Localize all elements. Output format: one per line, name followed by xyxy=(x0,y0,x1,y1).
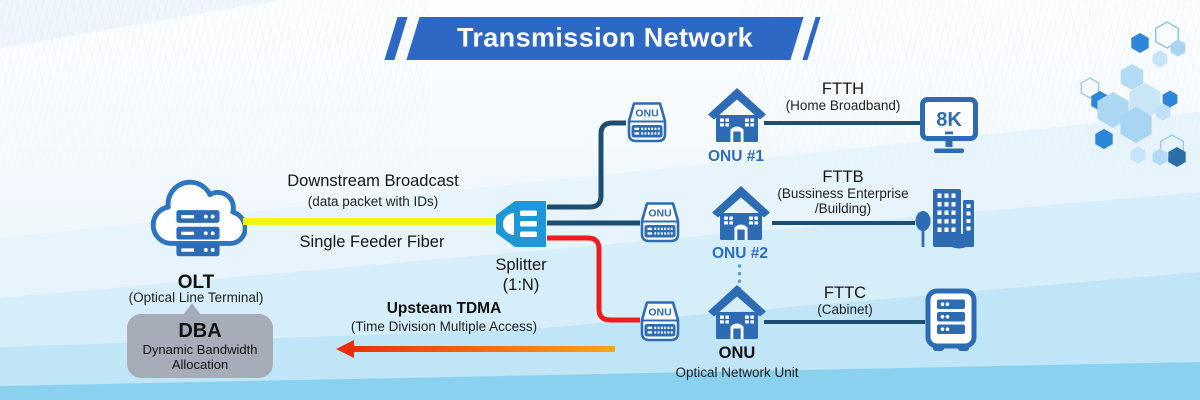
olt-cloud-icon xyxy=(150,179,247,257)
page-title: Transmission Network xyxy=(456,22,754,53)
dba-title: DBA xyxy=(178,319,222,342)
splitter-label: Splitter xyxy=(495,256,547,274)
onu-device-2: ONU xyxy=(640,202,680,243)
feeder-fiber-line xyxy=(243,218,499,225)
olt-label: OLT xyxy=(177,272,215,293)
monitor-8k-text: 8K xyxy=(936,109,962,131)
upstream-arrow-head xyxy=(336,340,354,358)
upstream-sublabel: (Time Division Multiple Access) xyxy=(350,319,538,334)
connector-top-navy xyxy=(547,120,626,210)
dba-callout: DBA Dynamic Bandwidth Allocation xyxy=(127,303,273,378)
connector-bottom-red xyxy=(547,235,640,323)
onu-device-3-label: ONU xyxy=(648,307,671,319)
downstream-label: Downstream Broadcast xyxy=(287,172,459,190)
fttb-sublabel-1: (Bussiness Enterprise xyxy=(777,186,909,201)
fttb-sublabel-2: /Building) xyxy=(814,201,872,216)
ftth-label: FTTH xyxy=(821,80,865,98)
splitter-icon xyxy=(496,201,546,247)
monitor-8k-icon: 8K xyxy=(920,97,978,153)
building-icon xyxy=(915,189,974,249)
house-onu1 xyxy=(708,88,766,142)
splitter-ratio: (1:N) xyxy=(502,276,540,294)
olt-sublabel: (Optical Line Terminal) xyxy=(128,290,264,305)
fttc-label: FTTC xyxy=(823,284,867,302)
dba-line2: Allocation xyxy=(171,356,229,372)
onu-device-2-label: ONU xyxy=(648,208,671,220)
onu-device-3: ONU xyxy=(640,301,680,342)
cabinet-icon xyxy=(925,288,977,351)
onu2-label: ONU #2 xyxy=(712,245,768,262)
onu-device-1-label: ONU xyxy=(635,108,658,120)
onu3-sublabel: Optical Network Unit xyxy=(675,365,799,380)
server-icon xyxy=(176,210,220,257)
fttb-label: FTTB xyxy=(822,168,864,186)
house-onu3 xyxy=(708,285,766,339)
onu3-label: ONU xyxy=(718,344,756,362)
dba-line1: Dynamic Bandwidth xyxy=(142,341,258,357)
house-onu2 xyxy=(712,186,770,240)
downstream-sublabel: (data packet with IDs) xyxy=(307,194,439,209)
upstream-label: Upsteam TDMA xyxy=(386,300,502,317)
upstream-arrow xyxy=(353,346,615,352)
feeder-label: Single Feeder Fiber xyxy=(299,233,445,251)
onu-device-1: ONU xyxy=(627,102,667,143)
ftth-sublabel: (Home Broadband) xyxy=(785,98,901,113)
hexagon-decoration xyxy=(1080,21,1186,167)
onu1-label: ONU #1 xyxy=(708,148,764,165)
fttc-sublabel: (Cabinet) xyxy=(817,302,873,317)
